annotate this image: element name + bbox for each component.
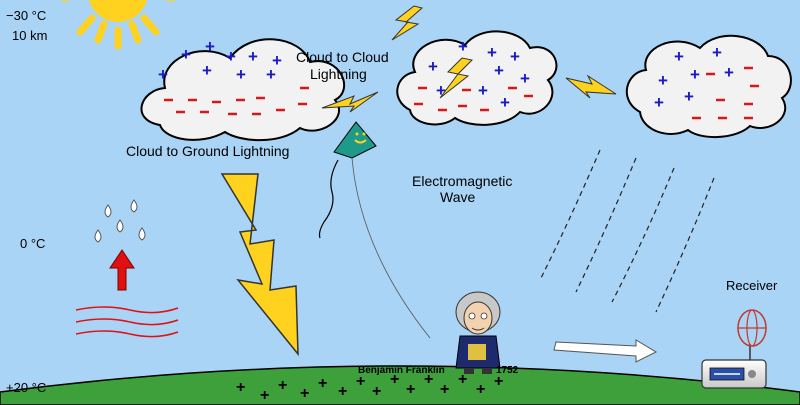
ground-positive-charges: + + + + + + + + + + + + + + +: [236, 371, 503, 404]
up-arrow-icon: [109, 249, 135, 291]
svg-text:+: +: [690, 65, 700, 84]
cloud-middle: +++ +++ +++: [396, 30, 558, 126]
svg-text:+: +: [494, 61, 504, 80]
em-wave-label-line1: Electromagnetic: [412, 173, 512, 189]
svg-text:+: +: [476, 381, 485, 398]
svg-text:+: +: [226, 47, 236, 66]
svg-text:+: +: [406, 381, 415, 398]
lightning-bolt-icon: [391, 5, 424, 41]
svg-text:+: +: [684, 87, 694, 106]
lightning-bolt-icon: [439, 57, 474, 99]
svg-text:+: +: [158, 65, 168, 84]
svg-text:+: +: [658, 71, 668, 90]
svg-text:+: +: [272, 51, 282, 70]
svg-text:+: +: [478, 81, 488, 100]
svg-text:+: +: [428, 57, 438, 76]
svg-text:+: +: [318, 375, 327, 392]
svg-text:+: +: [520, 69, 530, 88]
svg-text:+: +: [494, 373, 503, 390]
svg-text:+: +: [500, 93, 510, 112]
svg-text:+: +: [440, 381, 449, 398]
svg-text:+: +: [458, 371, 467, 388]
svg-text:+: +: [424, 371, 433, 388]
svg-text:+: +: [390, 371, 399, 388]
cloud-to-cloud-label-line2: Lightning: [310, 66, 367, 82]
temp-mid-label: 0 °C: [20, 236, 45, 251]
svg-text:+: +: [356, 373, 365, 390]
svg-text:+: +: [487, 43, 497, 62]
svg-text:+: +: [248, 47, 258, 66]
svg-text:+: +: [236, 379, 245, 396]
receiver-radio-icon: [701, 359, 767, 389]
lightning-bolt-icon: [565, 74, 617, 99]
benjamin-franklin-figure: [455, 291, 501, 374]
svg-text:+: +: [266, 65, 276, 84]
svg-text:+: +: [436, 81, 446, 100]
receiver-label: Receiver: [726, 278, 778, 293]
lightning-bolt-icon: [321, 91, 379, 113]
svg-text:+: +: [338, 383, 347, 400]
heat-waves: [75, 306, 179, 338]
svg-text:+: +: [712, 43, 722, 62]
svg-text:+: +: [510, 47, 520, 66]
altitude-top-label: 10 km: [12, 28, 47, 43]
em-wave-label-line2: Wave: [440, 189, 475, 205]
cloud-to-ground-lightning-bolt: [220, 173, 299, 357]
year-label: 1752: [496, 365, 519, 376]
svg-text:+: +: [654, 93, 664, 112]
electromagnetic-wave-lines: [539, 149, 715, 313]
white-arrow-to-receiver: [553, 339, 658, 363]
svg-text:+: +: [300, 385, 309, 402]
cloud-left: +++ +++ +++: [140, 37, 346, 142]
cloud-right: +++ +++ +: [625, 34, 792, 139]
svg-text:+: +: [278, 377, 287, 394]
svg-text:+: +: [202, 61, 212, 80]
svg-text:+: +: [236, 65, 246, 84]
cloud-to-ground-label: Cloud to Ground Lightning: [126, 143, 289, 159]
svg-text:+: +: [458, 37, 468, 56]
sun-icon: [61, 0, 175, 50]
cloud-to-cloud-label-line1: Cloud to Cloud: [296, 49, 389, 65]
temp-top-label: −30 °C: [6, 8, 46, 23]
person-name-label: Benjamin Franklin: [358, 365, 445, 376]
temp-bottom-label: +20 °C: [6, 380, 46, 395]
antenna-icon: [737, 309, 767, 360]
kite-icon: [318, 121, 431, 339]
svg-text:+: +: [205, 37, 215, 56]
svg-text:+: +: [372, 383, 381, 400]
svg-text:+: +: [181, 45, 191, 64]
svg-text:+: +: [724, 63, 734, 82]
raindrop-icon: [94, 199, 146, 243]
svg-text:+: +: [674, 47, 684, 66]
svg-text:+: +: [260, 387, 269, 404]
